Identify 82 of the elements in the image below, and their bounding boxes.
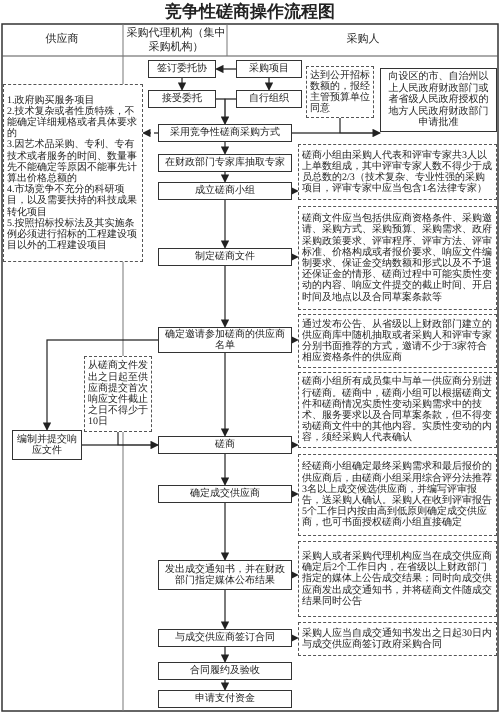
box-label: 与成交供应商签订合同 xyxy=(175,632,275,644)
arrow xyxy=(178,78,186,91)
arrow xyxy=(220,680,230,691)
box-label: 向设区的市、自治州以上人民政府财政部门或者省级人民政府授权的地方人民政府财政部门申请批准 xyxy=(388,71,490,129)
box-label: 编制并提交响应文件 xyxy=(16,434,78,456)
box-label: 确定成交供应商 xyxy=(190,488,260,500)
box-label: 成立磋商小组 xyxy=(195,185,255,197)
arrow xyxy=(220,353,230,437)
process-box xyxy=(158,436,292,454)
arrow xyxy=(290,440,299,450)
arrow xyxy=(215,64,236,74)
lane-header: 采购代理机构（集中采购机构） xyxy=(126,27,226,54)
lane-header: 供应商 xyxy=(44,33,80,47)
arrow xyxy=(290,634,299,642)
box-label: 签订委托协 xyxy=(157,63,207,75)
box-label: 在财政部门专家库抽取专家 xyxy=(165,157,285,169)
process-box xyxy=(148,60,216,78)
note-text: 达到公开招标数额的，报经主管预算单位同意 xyxy=(310,70,370,114)
arrow xyxy=(220,503,230,561)
process-box xyxy=(158,248,292,266)
arrow xyxy=(220,590,230,630)
note-box xyxy=(298,622,497,656)
box-label: 确定邀请参加磋商的供应商名单 xyxy=(164,328,286,352)
process-box xyxy=(380,68,497,132)
box-label: 采用竞争性磋商采购方式 xyxy=(170,127,280,139)
arrow xyxy=(220,647,230,663)
process-box xyxy=(158,690,292,708)
arrow xyxy=(339,118,381,138)
process-box xyxy=(158,124,292,142)
note-box xyxy=(298,454,497,536)
note-box xyxy=(298,206,497,310)
arrow xyxy=(220,98,236,125)
arrow xyxy=(220,200,230,249)
box-label: 发出成交通知书，并在财政部门指定媒体公布结果 xyxy=(164,564,286,586)
process-box xyxy=(236,60,302,78)
lane-header: 采购人 xyxy=(346,33,380,47)
list-item: 2.技术复杂或者性质特殊，不能确定详细规格或者具体要求的 xyxy=(7,106,138,140)
arrow xyxy=(220,266,230,328)
process-box xyxy=(158,560,292,590)
note-box xyxy=(298,144,497,200)
box-label: 磋商 xyxy=(215,439,235,451)
note-text: 磋商文件应当包括供应商资格条件、采购邀请、采购方式、采购预算、采购需求、政府采购政策要求、评审程序、评审方法、评审标准、价格构成或者报价要求、响应文件编制要求、保证金交纳数额和形式以及不予退还保证金的情形、磋商过程中可能实质性变动的内容、响应文件提交的截止时间、开启时间及地点以及合同草案条款等 xyxy=(302,213,493,303)
diagram-title: 竞争性磋商操作流程图 xyxy=(164,2,336,22)
process-box xyxy=(158,327,292,353)
list-item: 5.按照招标投标法及其实施条例必须进行招标的工程建设项目以外的工程建设项目 xyxy=(7,218,138,252)
process-box xyxy=(158,662,292,680)
box-label: 制定磋商文件 xyxy=(195,251,255,263)
process-box xyxy=(148,90,216,108)
process-box xyxy=(236,90,302,108)
note-text: 通过发布公告、从省级以上财政部门建立的供应商库中随机抽取或者采购人和评审专家分别书面推荐的方式，邀请不少于3家符合相应资格条件的供应商 xyxy=(302,318,493,364)
arrow xyxy=(220,454,230,486)
arrow xyxy=(220,172,230,183)
process-box xyxy=(158,485,292,503)
note-text: 采购人应当自成交通知书发出之日起30日内与成交供应商签订政府采购合同 xyxy=(302,628,493,650)
box-label: 自行组织 xyxy=(249,93,289,105)
arrow xyxy=(290,490,299,498)
list-item: 4.市场竞争不充分的科研项目，以及需要扶持的科技成果转化项目 xyxy=(7,184,138,218)
note-text: 从磋商文件发出之日起至供应商提交首次响应文件截止之日不得少于10日 xyxy=(88,360,148,428)
arrow xyxy=(290,186,299,196)
box-label: 接受委托 xyxy=(162,93,202,105)
box-label: 采购项目 xyxy=(249,63,289,75)
process-box xyxy=(158,154,292,172)
process-box xyxy=(158,182,292,200)
box-label: 合同履约及验收 xyxy=(190,665,260,677)
process-box xyxy=(158,629,292,647)
box-label: 申请支付资金 xyxy=(195,693,255,705)
list-item: 1.政府购买服务项目 xyxy=(7,94,94,106)
list-item: 3.因艺术品采购、专利、专有技术或者服务的时间、数量事先不能确定等原因不能事先计算出价格总额的 xyxy=(7,139,138,184)
note-text: 采购人或者采购代理机构应当在成交供应商确定后2个工作日内，在省级以上财政部门指定的媒体上公告成交结果；同时向成交供应商发出成交通知书，并将磋商文件随成交结果同时公告 xyxy=(302,551,493,607)
arrow xyxy=(290,336,299,344)
note-box xyxy=(298,541,497,617)
arrow xyxy=(290,570,299,580)
arrow xyxy=(142,128,158,138)
note-text: 磋商小组所有成员集中与单一供应商分别进行磋商。磋商中，磋商小组可以根据磋商文件和磋商情况实质性变动采购需求中的技术、服务要求以及合同草案条款，但不得变动磋商文件中的其他内容。实质性变动的内容，须经采购人代表确认 xyxy=(302,376,493,444)
arrow xyxy=(264,78,274,91)
arrow xyxy=(42,339,158,431)
arrow xyxy=(220,142,230,155)
arrow xyxy=(117,432,159,450)
note-text: 磋商小组由采购人代表和评审专家共3人以上单数组成，其中评审专家人数不得少于成员总数的2/3（技术复杂、专业性强的采购项目，评审专家中应当包含1名法律专家） xyxy=(302,150,493,194)
note-text: 经磋商小组确定最终采购需求和最后报价的供应商后，由磋商小组采用综合评分法推荐3名以上成交候选供应商，并编写评审报告，送采购人确认。采购人在收到评审报告5个工作日内按由高到低原则确定成交供应商，也可书面授权磋商小组直接确定 xyxy=(302,461,493,529)
arrow xyxy=(290,252,299,262)
note-box xyxy=(3,84,143,262)
